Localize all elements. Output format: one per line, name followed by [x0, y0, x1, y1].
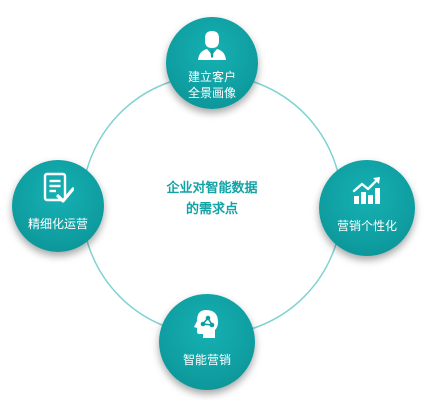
growth-bar-chart-icon — [352, 177, 380, 204]
node-smart-marketing: 智能营销 — [159, 294, 255, 390]
node-customer-profile: 建立客户 全景画像 — [166, 17, 258, 109]
node-refined-operations: 精细化运营 — [12, 160, 104, 252]
center-title-line2: 的需求点 — [185, 202, 238, 217]
checklist-document-icon — [43, 172, 74, 203]
center-title: 企业对智能数据 的需求点 — [142, 178, 282, 220]
node-left-label: 精细化运营 — [27, 217, 88, 231]
center-title-line1: 企业对智能数据 — [166, 181, 258, 196]
ai-brain-head-icon — [194, 310, 218, 338]
node-personalized-marketing: 营销个性化 — [319, 160, 415, 256]
node-bottom-label: 智能营销 — [182, 353, 231, 367]
node-top-label-line1: 建立客户 — [187, 70, 236, 84]
customer-profile-icon — [198, 31, 226, 60]
node-top-label-line2: 全景画像 — [187, 86, 236, 100]
node-right-label: 营销个性化 — [336, 219, 397, 233]
